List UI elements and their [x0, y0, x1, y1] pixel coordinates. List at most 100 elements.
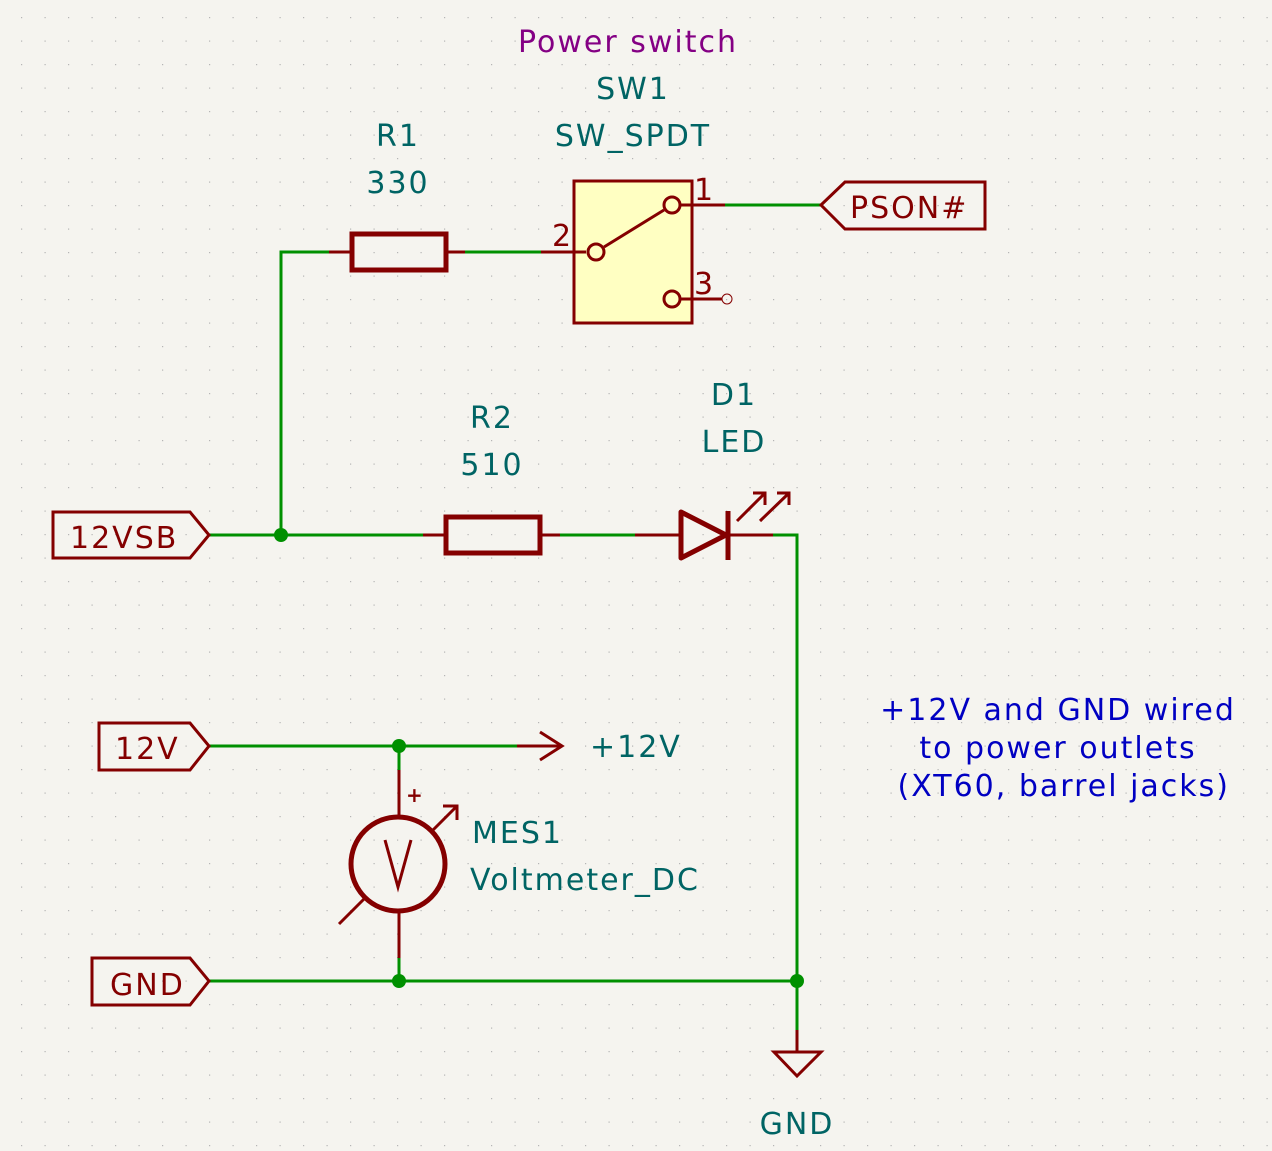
grid-dot — [867, 675, 869, 677]
grid-dot — [702, 557, 704, 559]
resistor-r1[interactable] — [329, 231, 465, 273]
grid-dot — [444, 1051, 446, 1053]
grid-dot — [796, 1098, 798, 1100]
grid-dot — [843, 957, 845, 959]
grid-dot — [256, 346, 258, 348]
power-symbol-gnd[interactable]: GND — [760, 1030, 835, 1142]
grid-dot — [1196, 557, 1198, 559]
grid-dot — [726, 87, 728, 89]
grid-dot — [1266, 346, 1268, 348]
grid-dot — [1243, 252, 1245, 254]
grid-dot — [162, 1145, 164, 1147]
grid-dot — [397, 252, 399, 254]
grid-dot — [585, 839, 587, 841]
grid-dot — [91, 181, 93, 183]
grid-dot — [185, 440, 187, 442]
grid-dot — [21, 111, 23, 113]
grid-dot — [162, 228, 164, 230]
grid-dot — [514, 17, 516, 19]
grid-dot — [1078, 275, 1080, 277]
grid-dot — [1266, 64, 1268, 66]
grid-dot — [373, 40, 375, 42]
grid-dot — [538, 675, 540, 677]
grid-dot — [420, 698, 422, 700]
grid-dot — [467, 651, 469, 653]
grid-dot — [303, 463, 305, 465]
label-12v[interactable]: 12V — [97, 721, 211, 772]
grid-dot — [655, 463, 657, 465]
grid-dot — [890, 346, 892, 348]
grid-dot — [726, 628, 728, 630]
grid-dot — [491, 1004, 493, 1006]
grid-dot — [914, 64, 916, 66]
grid-dot — [702, 393, 704, 395]
grid-dot — [961, 722, 963, 724]
led-d1[interactable] — [635, 491, 791, 561]
grid-dot — [373, 604, 375, 606]
grid-dot — [514, 839, 516, 841]
grid-dot — [1219, 17, 1221, 19]
grid-dot — [350, 158, 352, 160]
grid-dot — [279, 792, 281, 794]
grid-dot — [1125, 863, 1127, 865]
grid-dot — [162, 1121, 164, 1123]
grid-dot — [984, 252, 986, 254]
label-12vsb[interactable]: 12VSB — [51, 510, 211, 560]
grid-dot — [256, 792, 258, 794]
grid-dot — [397, 111, 399, 113]
grid-dot — [796, 1145, 798, 1147]
grid-dot — [843, 416, 845, 418]
grid-dot — [1243, 299, 1245, 301]
grid-dot — [185, 111, 187, 113]
grid-dot — [303, 1098, 305, 1100]
grid-dot — [1031, 839, 1033, 841]
grid-dot — [1102, 604, 1104, 606]
grid-dot — [914, 205, 916, 207]
grid-dot — [68, 839, 70, 841]
grid-dot — [514, 557, 516, 559]
grid-dot — [444, 40, 446, 42]
grid-dot — [561, 181, 563, 183]
grid-dot — [303, 886, 305, 888]
grid-dot — [373, 722, 375, 724]
grid-dot — [326, 181, 328, 183]
label-gnd[interactable]: GND — [90, 956, 211, 1007]
grid-dot — [467, 393, 469, 395]
switch-sw1[interactable]: 1 2 3 — [541, 173, 733, 325]
grid-dot — [914, 651, 916, 653]
grid-dot — [1172, 205, 1174, 207]
grid-dot — [1031, 816, 1033, 818]
grid-dot — [256, 322, 258, 324]
grid-dot — [138, 134, 140, 136]
grid-dot — [1172, 816, 1174, 818]
grid-dot — [1055, 346, 1057, 348]
grid-dot — [890, 816, 892, 818]
grid-dot — [1172, 64, 1174, 66]
grid-dot — [467, 1145, 469, 1147]
resistor-r2[interactable] — [423, 514, 560, 556]
label-pson[interactable]: PSON# — [818, 180, 987, 231]
grid-dot — [1078, 816, 1080, 818]
grid-dot — [1243, 651, 1245, 653]
grid-dot — [914, 416, 916, 418]
grid-dot — [1243, 745, 1245, 747]
grid-dot — [890, 628, 892, 630]
grid-dot — [1219, 1004, 1221, 1006]
grid-dot — [1243, 322, 1245, 324]
grid-dot — [1219, 487, 1221, 489]
voltmeter-mes1[interactable]: + — [337, 770, 459, 958]
grid-dot — [279, 1004, 281, 1006]
grid-dot — [773, 910, 775, 912]
grid-dot — [561, 933, 563, 935]
grid-dot — [1008, 416, 1010, 418]
grid-dot — [914, 816, 916, 818]
grid-dot — [68, 910, 70, 912]
grid-dot — [1102, 158, 1104, 160]
power-symbol-plus12v[interactable]: +12V — [517, 730, 682, 765]
grid-dot — [608, 722, 610, 724]
grid-dot — [185, 1098, 187, 1100]
grid-dot — [749, 628, 751, 630]
grid-dot — [1031, 957, 1033, 959]
grid-dot — [585, 1074, 587, 1076]
grid-dot — [350, 510, 352, 512]
